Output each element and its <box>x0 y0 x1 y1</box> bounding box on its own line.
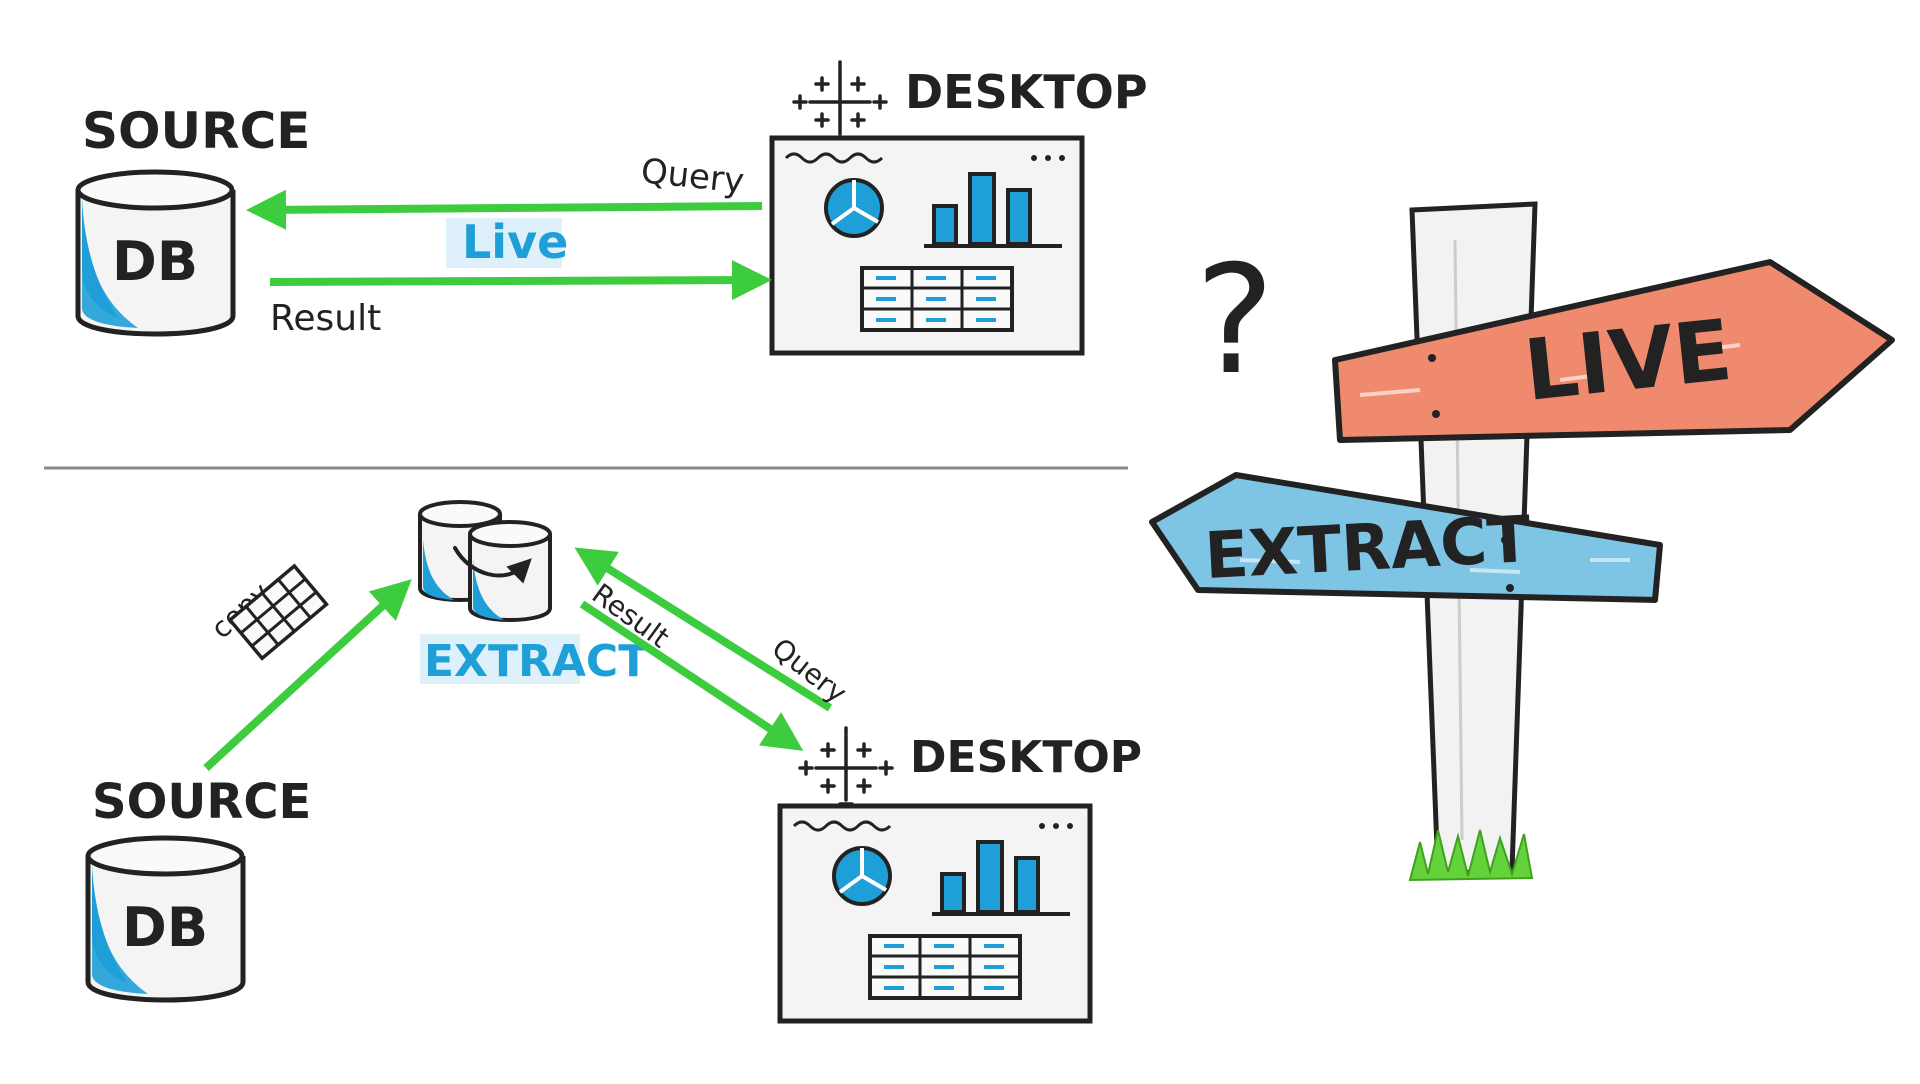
bottom-dashboard-icon <box>780 806 1090 1021</box>
extract-sign-nail-2 <box>1506 584 1514 592</box>
top-result-label: Result <box>270 298 381 339</box>
bottom-query-arrow <box>574 547 833 712</box>
bottom-tableau-logo-icon <box>798 726 894 806</box>
bottom-source-label: SOURCE <box>92 774 311 830</box>
live-sign-grain <box>1359 343 1741 397</box>
extract-sign-label: EXTRACT <box>1203 503 1533 594</box>
top-live-highlight <box>446 218 562 268</box>
live-sign-nail <box>1428 354 1436 362</box>
extract-sign-grain <box>1239 558 1630 574</box>
bottom-result-arrow <box>579 600 804 751</box>
extract-sign-nail <box>1501 536 1509 544</box>
bottom-extract-section: EXTRACT copy Result Query SOURCE DB DESK… <box>88 500 1142 1021</box>
top-db-label: DB <box>112 230 198 293</box>
live-sign-label: LIVE <box>1520 301 1736 420</box>
live-sign-nail-2 <box>1432 410 1440 418</box>
top-query-arrow <box>246 189 763 230</box>
extract-copy-curve-arrow <box>453 546 532 584</box>
top-result-arrow <box>269 260 772 301</box>
bottom-db-label: DB <box>122 896 208 959</box>
grass <box>1408 829 1534 882</box>
top-dashboard-icon <box>772 138 1082 353</box>
top-tableau-logo-icon <box>792 60 888 140</box>
copy-table-grid-icon <box>227 563 329 661</box>
signpost-illustration: ? LIVE EXTRACT <box>1149 201 1895 882</box>
extract-label: EXTRACT <box>424 636 648 687</box>
bottom-copy-arrow <box>203 579 412 771</box>
top-source-label: SOURCE <box>82 102 310 160</box>
top-live-label: Live <box>462 215 568 269</box>
extract-highlight <box>420 634 580 684</box>
top-query-label: Query <box>639 151 746 202</box>
bottom-desktop-label: DESKTOP <box>910 732 1142 783</box>
question-mark: ? <box>1195 234 1275 408</box>
extract-sign-board <box>1149 472 1663 603</box>
live-sign-board <box>1332 259 1895 443</box>
top-desktop-label: DESKTOP <box>905 65 1148 119</box>
top-live-section: SOURCE DB DESKTOP Query Live Result <box>78 60 1148 353</box>
